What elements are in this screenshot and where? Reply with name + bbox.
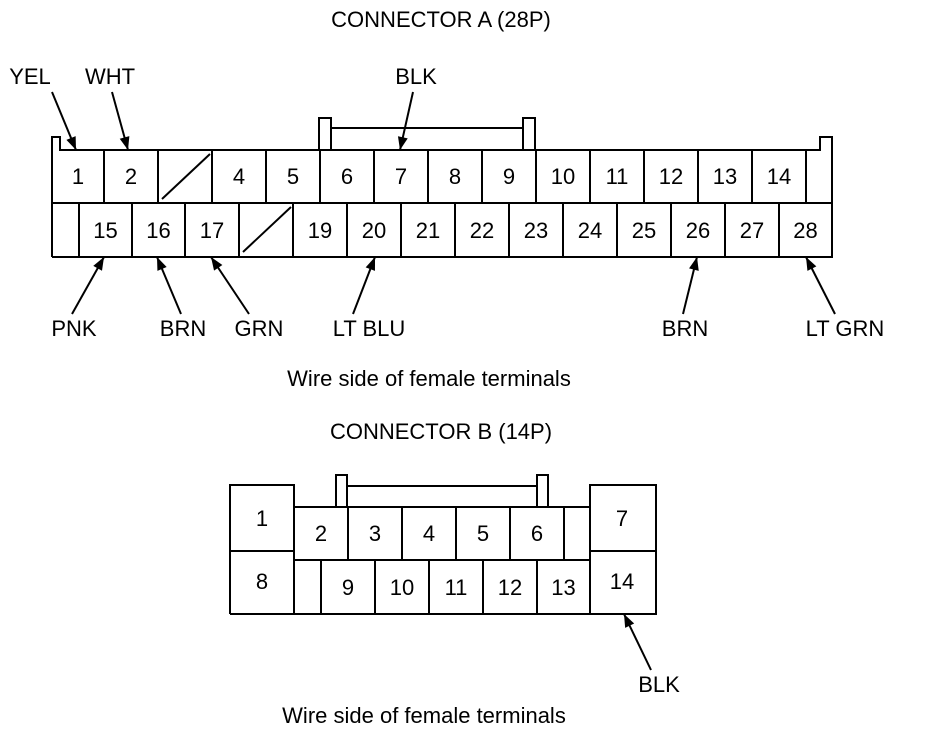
connector-b-latch-left bbox=[335, 474, 348, 507]
connector-b-terminal-11: 11 bbox=[444, 575, 468, 600]
connector-a-terminal-10: 10 bbox=[550, 164, 576, 189]
connector-a-terminal-26: 26 bbox=[685, 218, 711, 243]
connector-a-terminal-27: 27 bbox=[739, 218, 765, 243]
connector-b-terminal-10: 10 bbox=[389, 575, 415, 600]
connector-a-terminal-4: 4 bbox=[232, 164, 246, 189]
wire-label-wht: WHT bbox=[84, 64, 136, 89]
connector-b-terminal-9: 9 bbox=[341, 575, 355, 600]
connector-b-terminal-4: 4 bbox=[422, 521, 436, 546]
wire-label-pnk: PNK bbox=[51, 316, 97, 341]
connector-a-terminal-7: 7 bbox=[394, 164, 408, 189]
connector-a-terminal-11: 11 bbox=[605, 164, 629, 189]
connector-a-terminal-24: 24 bbox=[577, 218, 603, 243]
wire-label-lt-grn: LT GRN bbox=[805, 316, 885, 341]
connector-a-terminal-13: 13 bbox=[712, 164, 738, 189]
connector-a-caption: Wire side of female terminals bbox=[287, 366, 571, 391]
connector-a-terminal-28: 28 bbox=[793, 218, 818, 243]
connector-a-blank-cavity-3 bbox=[161, 153, 211, 200]
connector-a-latch-left bbox=[318, 117, 332, 150]
connector-a-terminal-16: 16 bbox=[146, 218, 171, 243]
connector-a-latch-right bbox=[522, 117, 536, 150]
connector-b-terminal-2: 2 bbox=[314, 521, 328, 546]
wire-label-brn-16: BRN bbox=[159, 316, 207, 341]
connector-b-caption: Wire side of female terminals bbox=[282, 703, 566, 728]
connector-a-terminal-15: 15 bbox=[93, 218, 118, 243]
wire-label-yel: YEL bbox=[9, 64, 51, 89]
connector-b-terminal-7: 7 bbox=[615, 506, 629, 531]
connector-a-terminal-23: 23 bbox=[523, 218, 549, 243]
connector-a-terminal-2: 2 bbox=[124, 164, 138, 189]
arrow-brn-26-head bbox=[689, 257, 699, 271]
connector-a-terminal-5: 5 bbox=[286, 164, 300, 189]
wire-label-blk-b: BLK bbox=[638, 672, 680, 697]
connector-a-terminal-9: 9 bbox=[502, 164, 516, 189]
connector-b-terminal-1: 1 bbox=[255, 506, 269, 531]
connector-b-terminal-12: 12 bbox=[497, 575, 523, 600]
connector-b-title: CONNECTOR B (14P) bbox=[329, 419, 553, 444]
arrow-wht-head bbox=[119, 136, 130, 150]
arrow-lt-blu-head bbox=[365, 257, 375, 271]
connector-b-terminal-8: 8 bbox=[255, 569, 269, 594]
wire-label-lt-blu: LT BLU bbox=[332, 316, 406, 341]
connector-a-terminal-8: 8 bbox=[448, 164, 462, 189]
connector-a-body bbox=[51, 136, 833, 258]
connector-a-terminal-1: 1 bbox=[71, 164, 85, 189]
connector-a-title: CONNECTOR A (28P) bbox=[331, 7, 551, 32]
arrow-brn-16-head bbox=[157, 257, 167, 271]
connector-b-terminal-14: 14 bbox=[609, 569, 635, 594]
wire-label-brn-26: BRN bbox=[661, 316, 709, 341]
connector-b-terminal-13: 13 bbox=[551, 575, 576, 600]
connector-b-terminal-5: 5 bbox=[476, 521, 490, 546]
connector-a-terminal-19: 19 bbox=[307, 218, 333, 243]
connector-b-terminal-3: 3 bbox=[368, 521, 382, 546]
connector-a-terminal-22: 22 bbox=[469, 218, 495, 243]
arrow-yel-head bbox=[66, 136, 76, 150]
arrow-pnk-head bbox=[93, 257, 104, 271]
connector-a-terminal-21: 21 bbox=[415, 218, 441, 243]
wire-label-blk-a: BLK bbox=[395, 64, 437, 89]
arrow-grn-head bbox=[211, 257, 223, 271]
arrow-lt-grn-head bbox=[806, 257, 817, 271]
connector-a-terminal-12: 12 bbox=[658, 164, 684, 189]
arrow-blk-b-head bbox=[624, 614, 635, 628]
connector-b-terminal-6: 6 bbox=[530, 521, 544, 546]
connector-b-latch-right bbox=[536, 474, 549, 507]
connector-a-terminal-25: 25 bbox=[631, 218, 657, 243]
arrow-blk-a-head bbox=[397, 136, 408, 150]
connector-a-terminal-17: 17 bbox=[199, 218, 225, 243]
connector-a-terminal-6: 6 bbox=[340, 164, 354, 189]
connector-a-blank-cavity-18 bbox=[242, 206, 292, 253]
wire-label-grn: GRN bbox=[234, 316, 284, 341]
connector-a-terminal-14: 14 bbox=[766, 164, 792, 189]
connector-a-terminal-20: 20 bbox=[361, 218, 387, 243]
